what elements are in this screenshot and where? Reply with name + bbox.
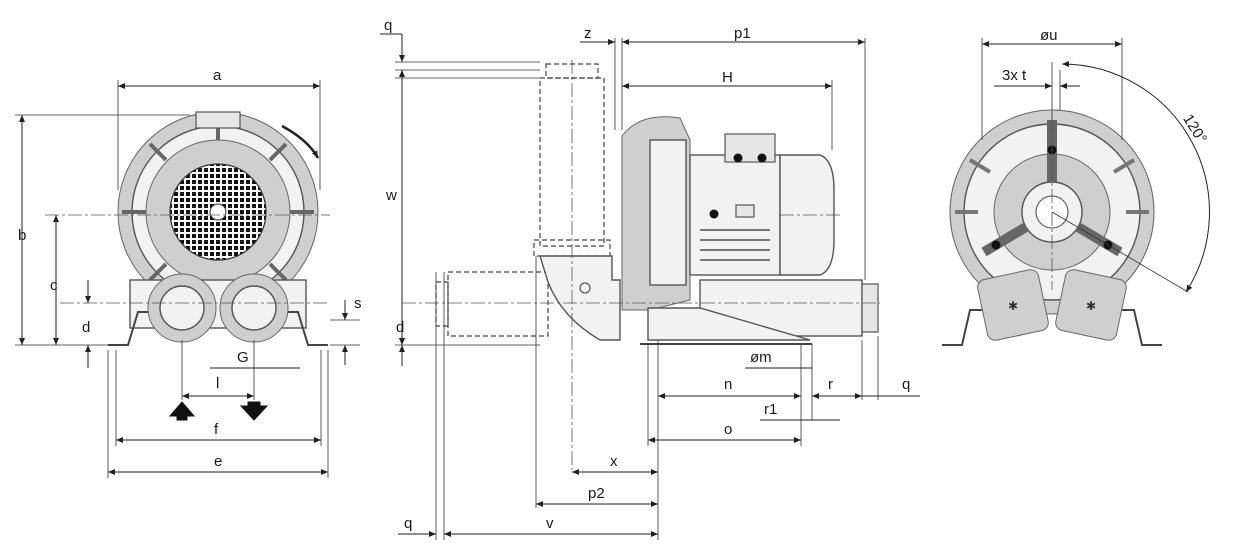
front-view: a b c d s G l f e [15,67,362,478]
side-view: q z p1 H w d øm n r q r1 o x p2 q v [380,17,920,540]
dim-d-front: d [82,319,90,336]
dim-r: r [828,376,833,393]
svg-text:✱: ✱ [1008,299,1018,313]
dim-q-right: q [902,376,910,393]
dim-q-bottom: q [404,515,412,532]
dim-a: a [213,67,222,84]
dim-o: o [724,421,732,438]
rear-view: ✱ ✱ øu 3x t 120° [942,27,1210,346]
dim-c: c [50,277,58,294]
dim-f: f [214,421,219,438]
dim-q-top: q [384,17,392,34]
dim-G: G [237,349,249,366]
dim-b: b [18,227,26,244]
dim-s: s [354,295,362,312]
dim-d-side: d [396,319,404,336]
svg-text:✱: ✱ [1086,299,1096,313]
dim-3x-t: 3x t [1002,67,1027,84]
dim-p1: p1 [734,25,751,42]
dim-x: x [610,453,618,470]
dim-z: z [584,25,592,42]
dim-p2: p2 [588,485,605,502]
dim-r1: r1 [764,401,777,418]
dim-ou: øu [1040,27,1058,44]
dim-n: n [724,376,732,393]
dim-w: w [385,187,397,204]
dim-om: øm [750,349,772,366]
dim-H: H [722,69,733,86]
dim-e: e [214,453,222,470]
dim-l: l [216,375,219,392]
dim-v: v [546,515,554,532]
